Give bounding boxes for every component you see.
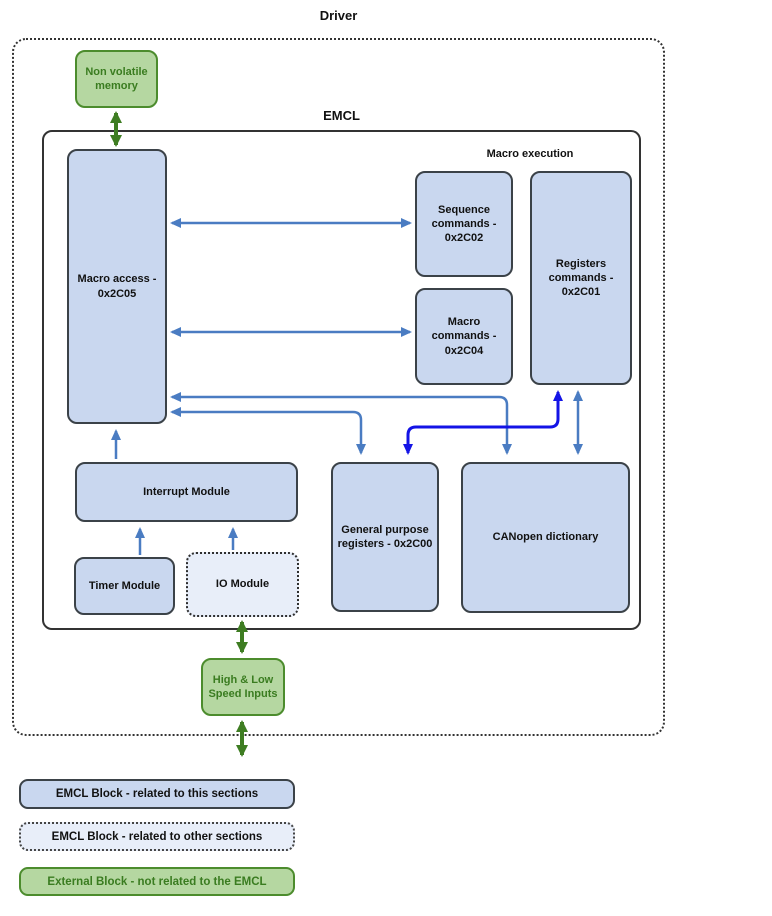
block-non-volatile-memory: Non volatile memory <box>75 50 158 108</box>
legend-emcl-block-this-section: EMCL Block - related to this sections <box>19 779 295 809</box>
legend-external-block: External Block - not related to the EMCL <box>19 867 295 896</box>
block-sequence-commands: Sequence commands - 0x2C02 <box>415 171 513 277</box>
driver-title: Driver <box>319 8 358 23</box>
macro-execution-label: Macro execution <box>486 148 574 160</box>
legend-emcl-block-other-sections: EMCL Block - related to other sections <box>19 822 295 851</box>
driver-boundary <box>12 38 665 736</box>
block-high-low-speed-inputs: High & Low Speed Inputs <box>201 658 285 716</box>
emcl-label: EMCL <box>323 108 360 123</box>
block-canopen-dictionary: CANopen dictionary <box>461 462 630 613</box>
block-io-module: IO Module <box>186 552 299 617</box>
block-registers-commands: Registers commands - 0x2C01 <box>530 171 632 385</box>
block-interrupt-module: Interrupt Module <box>75 462 298 522</box>
block-general-purpose-registers: General purpose registers - 0x2C00 <box>331 462 439 612</box>
block-timer-module: Timer Module <box>74 557 175 615</box>
block-macro-commands: Macro commands - 0x2C04 <box>415 288 513 385</box>
block-macro-access: Macro access - 0x2C05 <box>67 149 167 424</box>
